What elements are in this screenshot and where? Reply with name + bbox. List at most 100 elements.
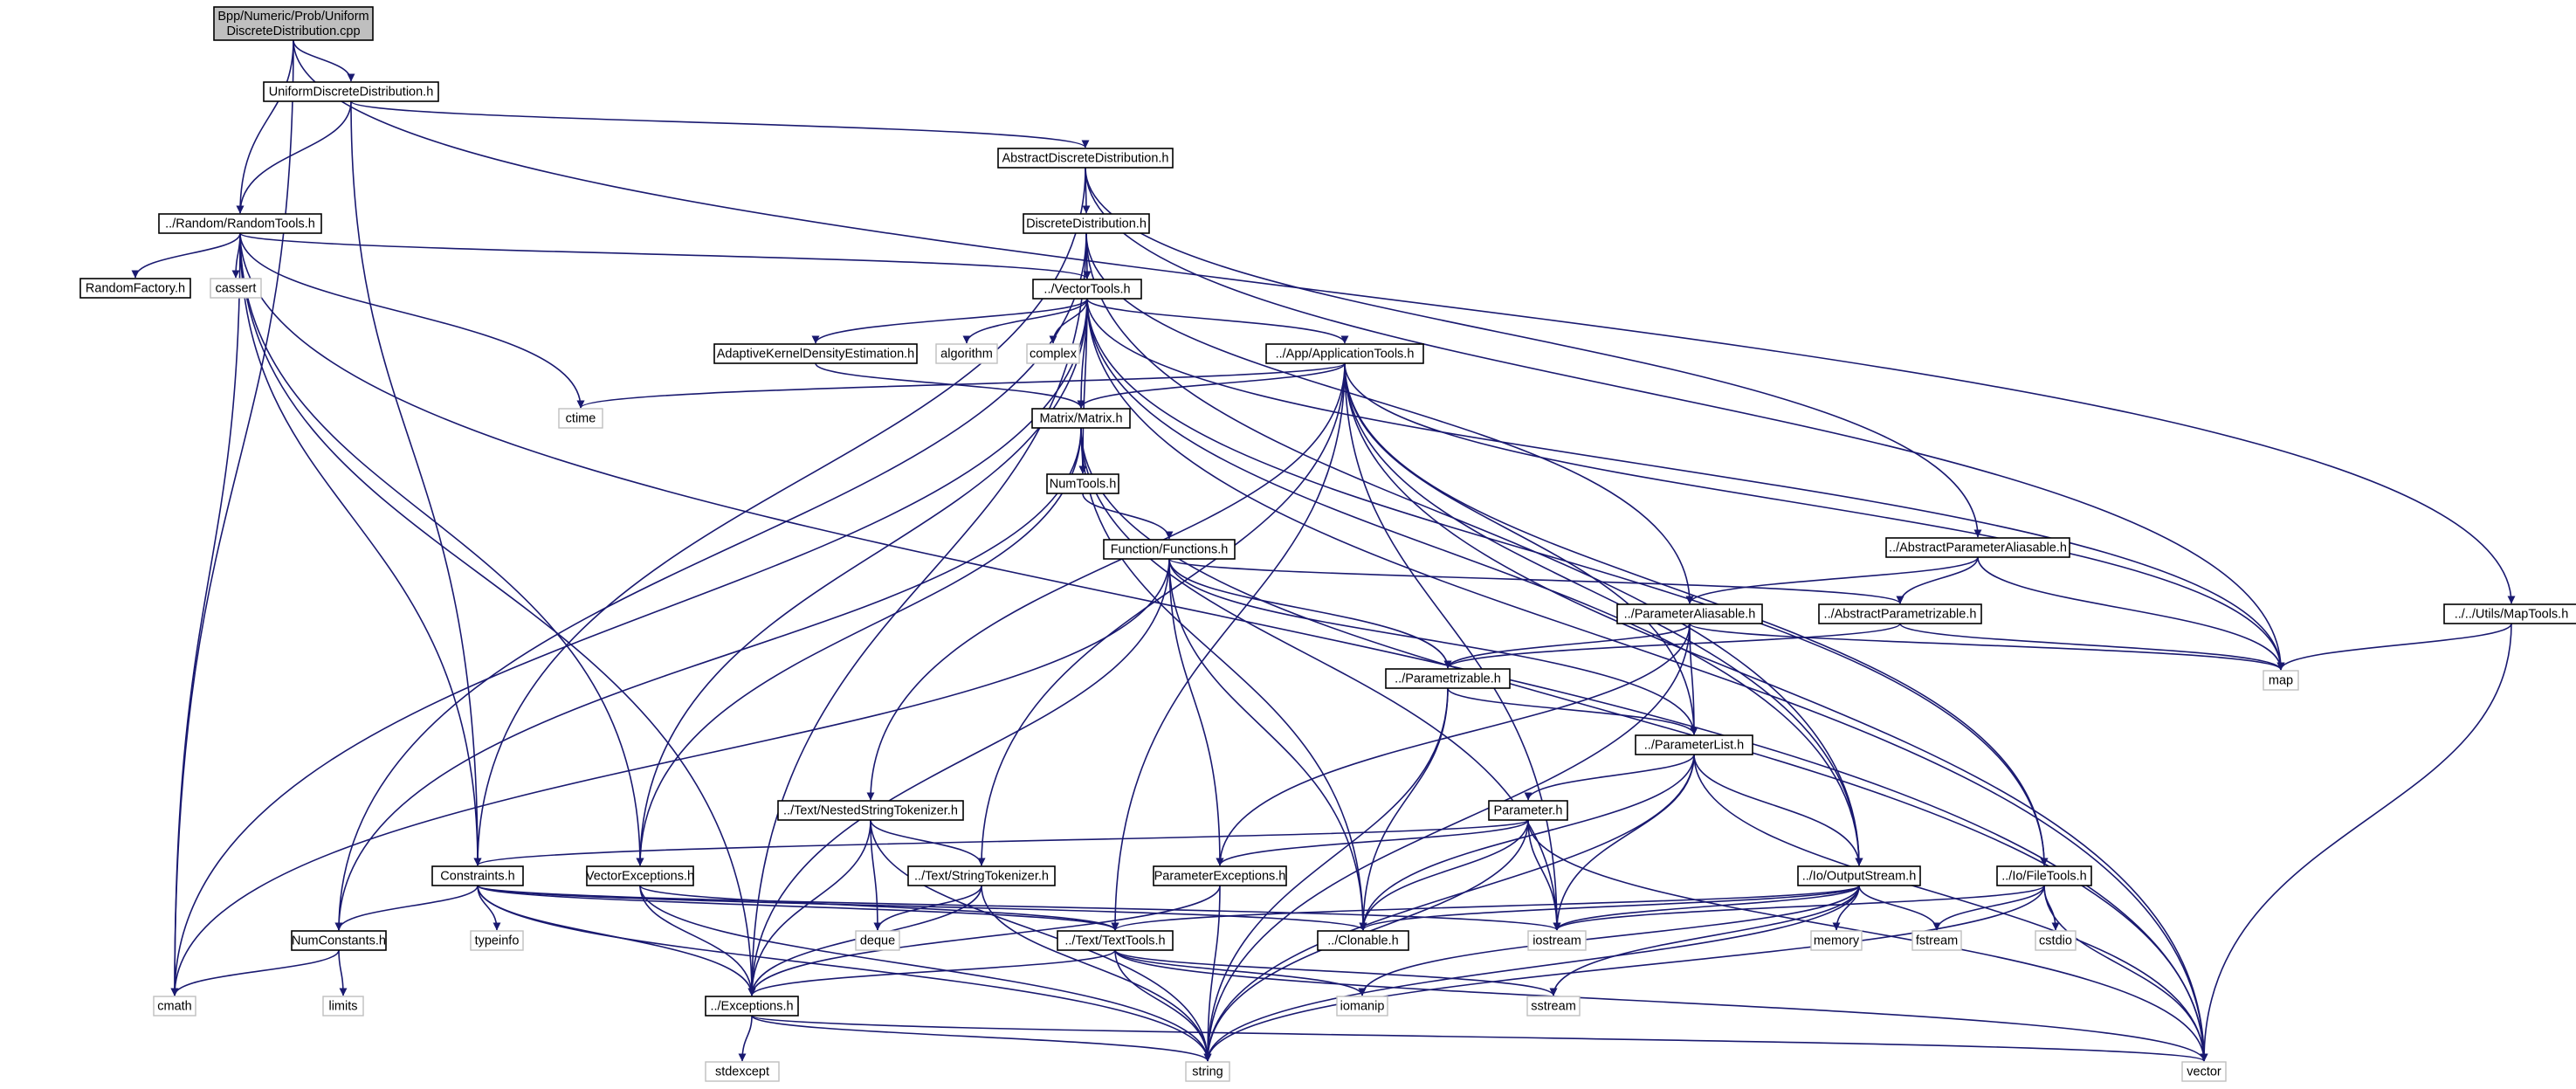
- node-abstractparametrizable-h[interactable]: ../AbstractParametrizable.h: [1818, 603, 1982, 624]
- edge-ft-to-cstdio: [2043, 885, 2060, 931]
- node-label: ../Exceptions.h: [710, 1000, 793, 1014]
- node-box: [1996, 865, 2092, 886]
- edge-nc-to-limits: [338, 949, 348, 996]
- node-label: Parameter.h: [1494, 804, 1563, 818]
- node-iostream[interactable]: iostream: [1527, 930, 1587, 951]
- edge-exc-to-string: [751, 1015, 1212, 1062]
- node-adaptivekerneldensityestimation-h[interactable]: AdaptiveKernelDensityEstimation.h: [713, 343, 918, 364]
- node-limits[interactable]: limits: [322, 996, 364, 1017]
- node-text-stringtokenizer-h[interactable]: ../Text/StringTokenizer.h: [907, 865, 1056, 886]
- node-label: ../Clonable.h: [1327, 934, 1398, 948]
- node-matrix-matrix-h[interactable]: Matrix/Matrix.h: [1031, 408, 1131, 429]
- node-text-nestedstringtokenizer-h[interactable]: ../Text/NestedStringTokenizer.h: [777, 800, 964, 821]
- node-label: DiscreteDistribution.cpp: [226, 24, 360, 38]
- node-vector[interactable]: vector: [2181, 1061, 2227, 1082]
- node-algorithm[interactable]: algorithm: [935, 343, 998, 364]
- node-random-randomtools-h[interactable]: ../Random/RandomTools.h: [158, 213, 322, 234]
- node-label: map: [2269, 674, 2293, 688]
- node-parameter-h[interactable]: Parameter.h: [1488, 800, 1568, 821]
- edge-rt-to-cmath: [170, 232, 241, 996]
- edge-os-to-tt: [1111, 885, 1860, 931]
- edge-akde-to-mx: [815, 362, 1085, 409]
- node-label: limits: [328, 1000, 357, 1014]
- node-iomanip[interactable]: iomanip: [1336, 996, 1388, 1017]
- node-cmath[interactable]: cmath: [153, 996, 196, 1017]
- edge-mt-to-vector: [2200, 623, 2512, 1062]
- node-parameterexceptions-h[interactable]: ParameterExceptions.h: [1153, 865, 1287, 886]
- edge-apa-to-ap: [1896, 556, 1979, 604]
- node-box: [2035, 930, 2077, 951]
- node-label: ../App/ApplicationTools.h: [1276, 348, 1415, 362]
- node-label: ../Text/StringTokenizer.h: [914, 870, 1049, 884]
- node-box: [1810, 930, 1863, 951]
- node-map[interactable]: map: [2263, 670, 2299, 691]
- edge-rt-to-ctime: [239, 232, 585, 409]
- node-parameteraliasable-h[interactable]: ../ParameterAliasable.h: [1616, 603, 1763, 624]
- node-box: [1797, 865, 1921, 886]
- node-text-texttools-h[interactable]: ../Text/TextTools.h: [1057, 930, 1174, 951]
- node-typeinfo[interactable]: typeinfo: [470, 930, 524, 951]
- node-cstdio[interactable]: cstdio: [2035, 930, 2077, 951]
- node-label: memory: [1814, 934, 1860, 948]
- node-fstream[interactable]: fstream: [1911, 930, 1962, 951]
- edge-pa-to-pz: [1443, 623, 1691, 669]
- node-vectorexceptions-h[interactable]: VectorExceptions.h: [586, 865, 694, 886]
- node-numconstants-h[interactable]: NumConstants.h: [291, 930, 387, 951]
- node-abstractparameteraliasable-h[interactable]: ../AbstractParameterAliasable.h: [1885, 537, 2070, 558]
- node-label: deque: [860, 934, 895, 948]
- node-discretedistribution-h[interactable]: DiscreteDistribution.h: [1023, 213, 1150, 234]
- node-box: [1026, 343, 1080, 364]
- node-io-filetools-h[interactable]: ../Io/FileTools.h: [1996, 865, 2092, 886]
- node-io-outputstream-h[interactable]: ../Io/OutputStream.h: [1797, 865, 1921, 886]
- node-constraints-h[interactable]: Constraints.h: [431, 865, 524, 886]
- node-vectortools-h[interactable]: ../VectorTools.h: [1032, 279, 1142, 300]
- edge-ff-to-cl: [1168, 558, 1367, 931]
- edge-at-to-nst: [866, 362, 1346, 801]
- node-label: Constraints.h: [440, 870, 514, 884]
- node-numtools-h[interactable]: NumTools.h: [1046, 473, 1119, 494]
- node-box: [2263, 670, 2299, 691]
- node-clonable-h[interactable]: ../Clonable.h: [1317, 930, 1409, 951]
- node-label: iomanip: [1340, 1000, 1385, 1014]
- node-deque[interactable]: deque: [855, 930, 900, 951]
- node-box: [431, 865, 524, 886]
- node-app-applicationtools-h[interactable]: ../App/ApplicationTools.h: [1265, 343, 1424, 364]
- node-cassert[interactable]: cassert: [210, 278, 262, 299]
- node-box: [1385, 668, 1511, 689]
- edge-rt-to-exc: [239, 232, 756, 996]
- node-string[interactable]: string: [1185, 1061, 1230, 1082]
- node-bpp-numeric-prob-uniform-discretedistribution-cpp[interactable]: Bpp/Numeric/Prob/UniformDiscreteDistribu…: [213, 6, 374, 41]
- node-box: [713, 343, 918, 364]
- node-exceptions-h[interactable]: ../Exceptions.h: [705, 996, 799, 1017]
- node-label: cassert: [216, 282, 257, 296]
- node-uniformdiscretedistribution-h[interactable]: UniformDiscreteDistribution.h: [263, 81, 439, 102]
- node-ctime[interactable]: ctime: [558, 408, 603, 429]
- node-complex[interactable]: complex: [1026, 343, 1080, 364]
- node-parametrizable-h[interactable]: ../Parametrizable.h: [1385, 668, 1511, 689]
- node-function-functions-h[interactable]: Function/Functions.h: [1103, 539, 1236, 560]
- edge-cons-to-tt: [477, 885, 1119, 931]
- node-sstream[interactable]: sstream: [1526, 996, 1581, 1017]
- node-abstractdiscretedistribution-h[interactable]: AbstractDiscreteDistribution.h: [997, 148, 1174, 169]
- node-label: Matrix/Matrix.h: [1039, 412, 1122, 426]
- node-utils-maptools-h[interactable]: ../../Utils/MapTools.h: [2443, 603, 2576, 624]
- node-label: Function/Functions.h: [1111, 543, 1229, 557]
- edge-udd-to-add: [350, 100, 1090, 148]
- node-label: ../VectorTools.h: [1043, 283, 1130, 297]
- node-box: [1317, 930, 1409, 951]
- node-label: iostream: [1533, 934, 1581, 948]
- node-parameterlist-h[interactable]: ../ParameterList.h: [1635, 734, 1753, 755]
- node-randomfactory-h[interactable]: RandomFactory.h: [79, 278, 191, 299]
- edge-exc-to-stdexcept: [738, 1015, 753, 1062]
- node-label: NumConstants.h: [292, 934, 386, 948]
- node-memory[interactable]: memory: [1810, 930, 1863, 951]
- node-box: [935, 343, 998, 364]
- edges-layer: [131, 39, 2516, 1062]
- node-box: [1526, 996, 1581, 1017]
- node-label: UniformDiscreteDistribution.h: [269, 86, 434, 100]
- edge-ff-to-cmath: [170, 558, 1170, 996]
- node-box: [1103, 539, 1236, 560]
- node-stdexcept[interactable]: stdexcept: [705, 1061, 780, 1082]
- node-label: ../Text/NestedStringTokenizer.h: [783, 804, 958, 818]
- edge-vt-to-cmath: [170, 298, 1088, 996]
